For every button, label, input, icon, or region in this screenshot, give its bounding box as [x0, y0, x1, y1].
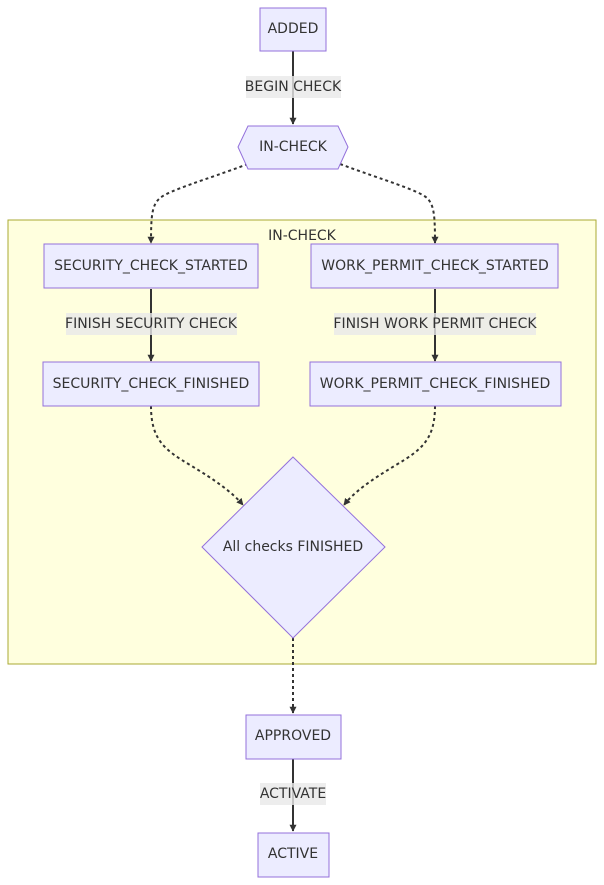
node-label: WORK_PERMIT_CHECK_FINISHED [320, 376, 550, 392]
node-work-permit-check-finished[interactable]: WORK_PERMIT_CHECK_FINISHED [309, 361, 562, 407]
node-label: All checks FINISHED [223, 539, 363, 555]
node-label: ADDED [268, 21, 319, 37]
edge-label-activate: ACTIVATE [260, 783, 326, 805]
node-all-checks-finished[interactable]: All checks FINISHED [201, 456, 386, 639]
node-work-permit-check-started[interactable]: WORK_PERMIT_CHECK_STARTED [310, 243, 559, 289]
edge-security-to-all-checks [150, 405, 244, 506]
node-security-check-started[interactable]: SECURITY_CHECK_STARTED [43, 243, 259, 289]
node-label: IN-CHECK [259, 139, 328, 155]
edge-label-text: BEGIN CHECK [245, 79, 342, 95]
node-label: WORK_PERMIT_CHECK_STARTED [321, 258, 548, 274]
node-approved[interactable]: APPROVED [245, 714, 342, 760]
node-label: SECURITY_CHECK_STARTED [54, 258, 248, 274]
node-in-check[interactable]: IN-CHECK [237, 125, 349, 170]
node-label: ACTIVE [268, 846, 318, 862]
edge-label-finish-work-permit: FINISH WORK PERMIT CHECK [333, 313, 537, 335]
edge-label-finish-security: FINISH SECURITY CHECK [65, 313, 238, 335]
node-security-check-finished[interactable]: SECURITY_CHECK_FINISHED [42, 361, 260, 407]
cluster-title: IN-CHECK [268, 228, 337, 244]
node-label: SECURITY_CHECK_FINISHED [53, 376, 250, 392]
edge-label-begin-check: BEGIN CHECK [245, 76, 342, 98]
edge-label-text: ACTIVATE [260, 786, 326, 802]
node-added[interactable]: ADDED [259, 7, 327, 52]
edge-label-text: FINISH SECURITY CHECK [65, 316, 238, 332]
node-active[interactable]: ACTIVE [257, 832, 330, 878]
edge-label-text: FINISH WORK PERMIT CHECK [333, 316, 537, 332]
node-label: APPROVED [255, 728, 331, 744]
edge-work-permit-to-all-checks [343, 405, 436, 506]
